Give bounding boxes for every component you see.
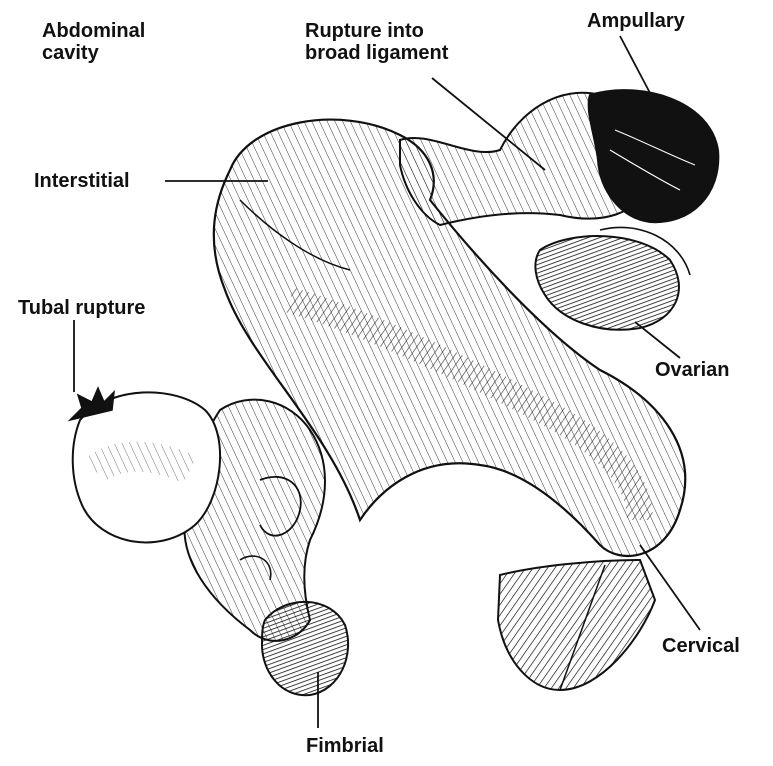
label-abdominal-cavity: Abdominal cavity	[42, 20, 146, 64]
leader-ampullary	[619, 35, 651, 94]
ovary	[534, 235, 680, 331]
leader-ovarian	[634, 321, 681, 359]
label-ovarian: Ovarian	[655, 359, 730, 381]
label-cervical: Cervical	[662, 635, 740, 657]
cervix	[496, 558, 657, 692]
ampullary-mass	[587, 89, 720, 224]
leader-cervical	[639, 544, 701, 631]
leader-rupture-broad	[431, 77, 546, 171]
label-fimbrial: Fimbrial	[306, 735, 384, 757]
fimbrial-end	[260, 600, 350, 697]
label-rupture-broad-ligament: Rupture into broad ligament	[305, 20, 449, 64]
label-ampullary: Ampullary	[587, 10, 685, 32]
label-interstitial: Interstitial	[34, 170, 130, 192]
label-tubal-rupture: Tubal rupture	[18, 297, 146, 319]
